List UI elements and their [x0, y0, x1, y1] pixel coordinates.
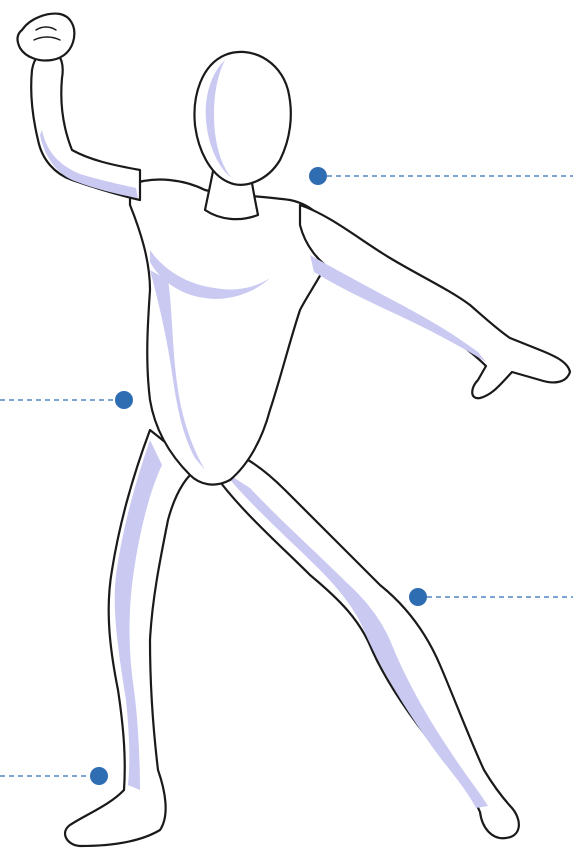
callout-dot-ankle[interactable] [90, 767, 108, 785]
extended-arm [300, 205, 570, 398]
human-figure [18, 14, 570, 846]
callout-knee [409, 588, 573, 606]
callout-dot-head[interactable] [309, 167, 327, 185]
callout-ankle [0, 767, 108, 785]
callout-torso [0, 391, 133, 409]
callout-head [309, 167, 573, 185]
callout-dot-knee[interactable] [409, 588, 427, 606]
callout-dot-torso[interactable] [115, 391, 133, 409]
